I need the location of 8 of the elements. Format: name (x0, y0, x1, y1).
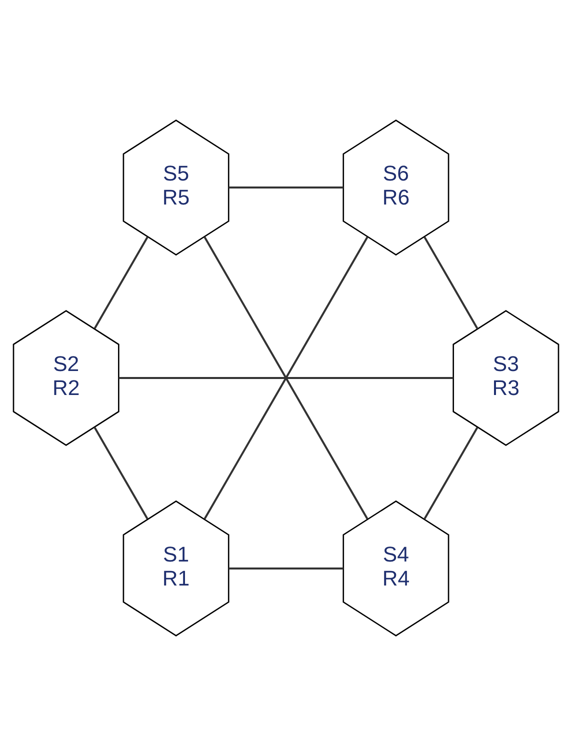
connector (118, 376, 454, 378)
connector (424, 426, 478, 520)
connector (204, 236, 368, 520)
connector (228, 186, 344, 188)
connector (94, 426, 148, 519)
connector (424, 236, 478, 329)
connector (94, 236, 148, 328)
connector (228, 566, 344, 569)
